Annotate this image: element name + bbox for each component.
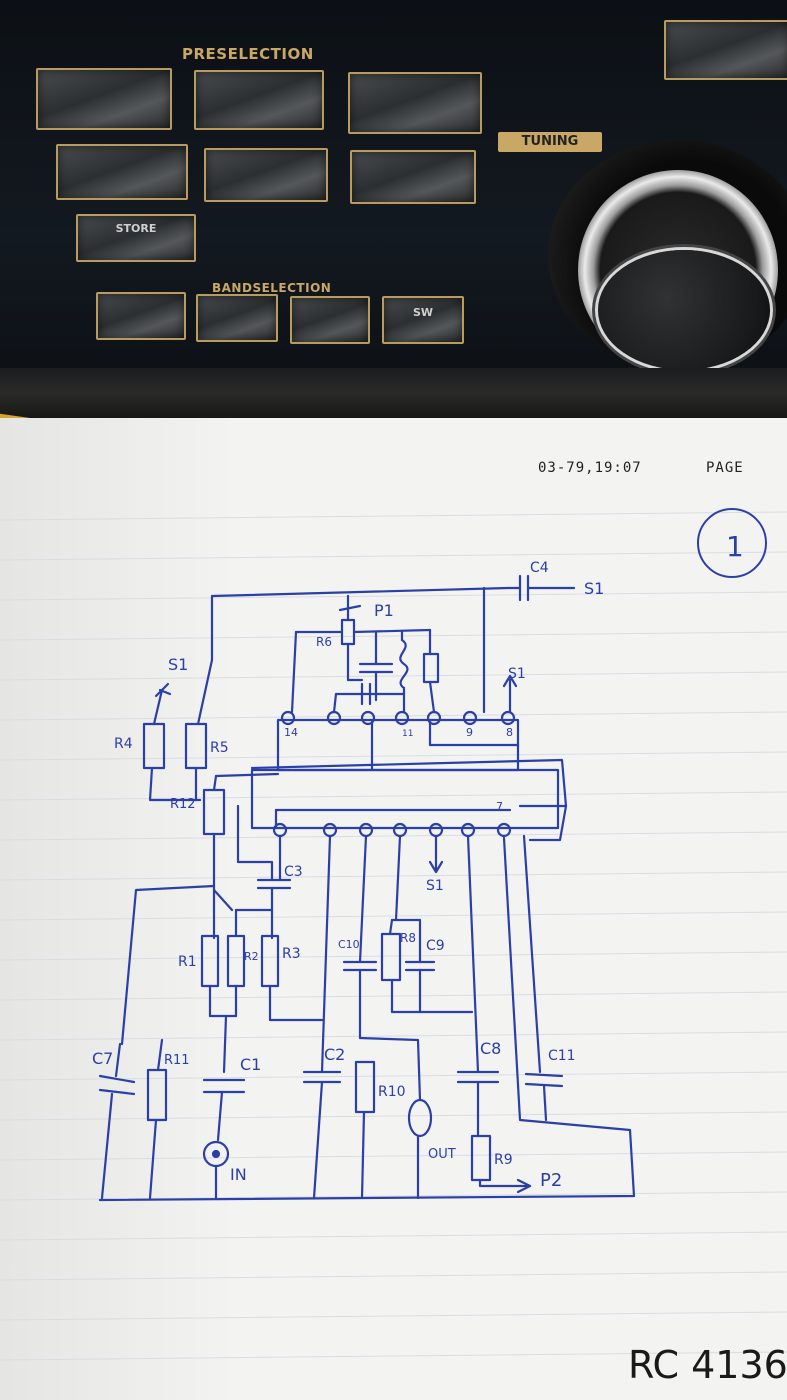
- preset-button-4[interactable]: [56, 144, 188, 200]
- preset-button-5[interactable]: [204, 148, 328, 202]
- preset-button-1[interactable]: [36, 68, 172, 130]
- band-button-3[interactable]: [290, 296, 370, 344]
- preselection-label: PRESELECTION: [182, 45, 314, 63]
- label-c3: C3: [284, 864, 303, 880]
- label-pin14: 14: [284, 726, 298, 739]
- label-r1: R1: [178, 954, 197, 970]
- label-r12: R12: [170, 797, 196, 812]
- bandselection-label: BANDSELECTION: [212, 281, 332, 295]
- sw-button[interactable]: SW: [382, 296, 464, 344]
- label-pin7: 7: [496, 800, 503, 813]
- page-number: 1: [726, 530, 744, 563]
- label-p2: P2: [540, 1170, 562, 1191]
- label-r5: R5: [210, 740, 229, 756]
- label-r10: R10: [378, 1084, 406, 1100]
- sw-button-label: SW: [412, 306, 434, 319]
- label-s1-right: S1: [508, 666, 526, 682]
- label-s1-top: S1: [584, 579, 604, 598]
- label-pin9: 9: [466, 726, 473, 739]
- label-in: IN: [230, 1165, 247, 1184]
- tuning-label: TUNING: [498, 132, 602, 152]
- ruled-lines: [0, 511, 787, 1361]
- label-r2: R2: [244, 950, 259, 963]
- label-r6: R6: [316, 635, 332, 649]
- label-c2: C2: [324, 1045, 345, 1064]
- label-r4: R4: [114, 736, 133, 752]
- label-r9: R9: [494, 1152, 513, 1168]
- preset-button-3[interactable]: [348, 72, 482, 134]
- preset-button-6[interactable]: [350, 150, 476, 204]
- store-button-label: STORE: [115, 222, 157, 235]
- store-button[interactable]: STORE: [76, 214, 196, 262]
- label-r11: R11: [164, 1053, 190, 1068]
- schematic-wires: [98, 574, 636, 1202]
- label-c9: C9: [426, 938, 445, 954]
- page-number-circle: [697, 508, 767, 578]
- label-r3: R3: [282, 946, 301, 962]
- tuning-knob[interactable]: [598, 250, 770, 370]
- display-window: [664, 20, 787, 80]
- label-c7: C7: [92, 1049, 113, 1068]
- ic-body-lower: [250, 768, 560, 830]
- label-pin11: 11: [402, 729, 413, 739]
- label-out: OUT: [428, 1147, 456, 1162]
- label-c10: C10: [338, 938, 360, 951]
- label-c8: C8: [480, 1039, 501, 1058]
- label-s1-left: S1: [168, 655, 188, 674]
- label-c4: C4: [530, 560, 549, 576]
- label-r8: R8: [400, 931, 416, 945]
- preset-button-2[interactable]: [194, 70, 324, 130]
- label-s1-bottom: S1: [426, 878, 444, 894]
- header-stamp: 03-79,19:07: [538, 460, 642, 476]
- band-button-1[interactable]: [96, 292, 186, 340]
- label-c1: C1: [240, 1055, 261, 1074]
- footer-note: RC 4136: [628, 1343, 787, 1387]
- label-c11: C11: [548, 1048, 576, 1064]
- label-pin8: 8: [506, 726, 513, 739]
- header-page: PAGE: [706, 460, 744, 476]
- band-button-2[interactable]: [196, 294, 278, 342]
- label-p1: P1: [374, 601, 394, 620]
